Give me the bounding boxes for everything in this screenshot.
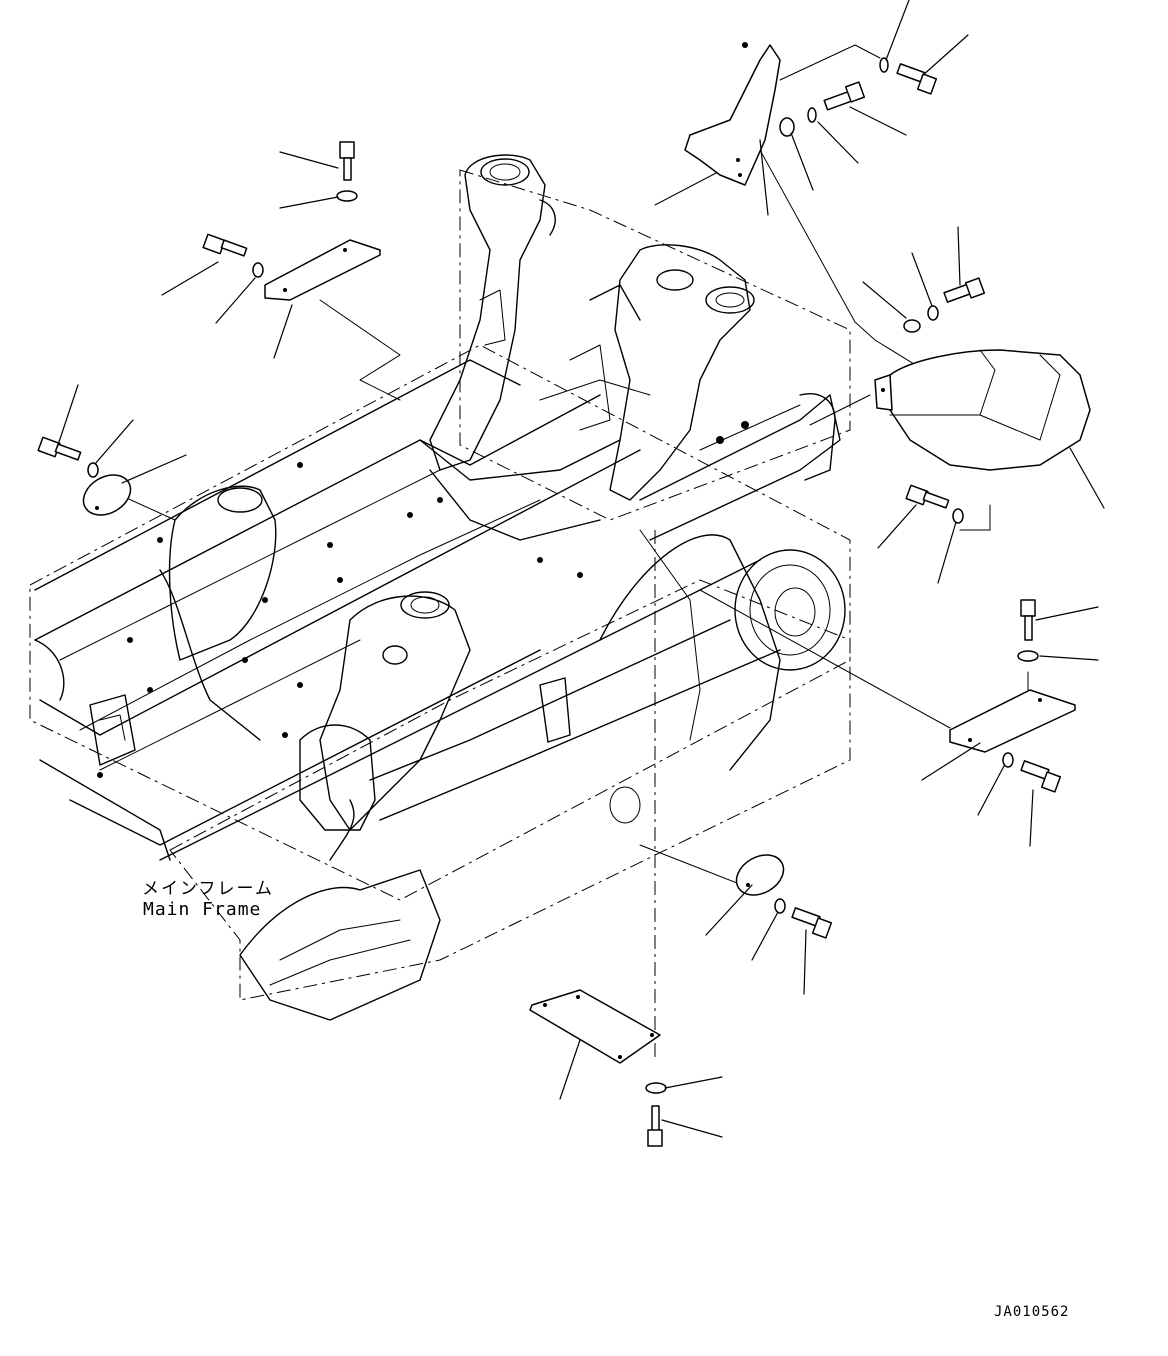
large-cover-right: [874, 277, 1091, 524]
bracket-top-right: [684, 42, 938, 186]
main-frame-label-jp: メインフレーム: [142, 879, 274, 899]
bottom-plate: [529, 989, 667, 1147]
main-frame: [29, 344, 851, 901]
round-cover-lower: [735, 854, 833, 939]
round-cover-left: [37, 436, 132, 516]
bolt-vertical-1: [336, 141, 358, 202]
leader-lines: [57, 0, 1105, 1138]
lower-frame: [169, 529, 851, 1021]
drawing-code: JA010562: [994, 1304, 1070, 1320]
cover-upper-left: [264, 239, 381, 301]
main-frame-label-en: Main Frame: [143, 899, 262, 920]
bolt-horizontal-1: [202, 233, 264, 278]
upper-frame: [419, 154, 851, 541]
cover-lower-right: [949, 599, 1076, 793]
